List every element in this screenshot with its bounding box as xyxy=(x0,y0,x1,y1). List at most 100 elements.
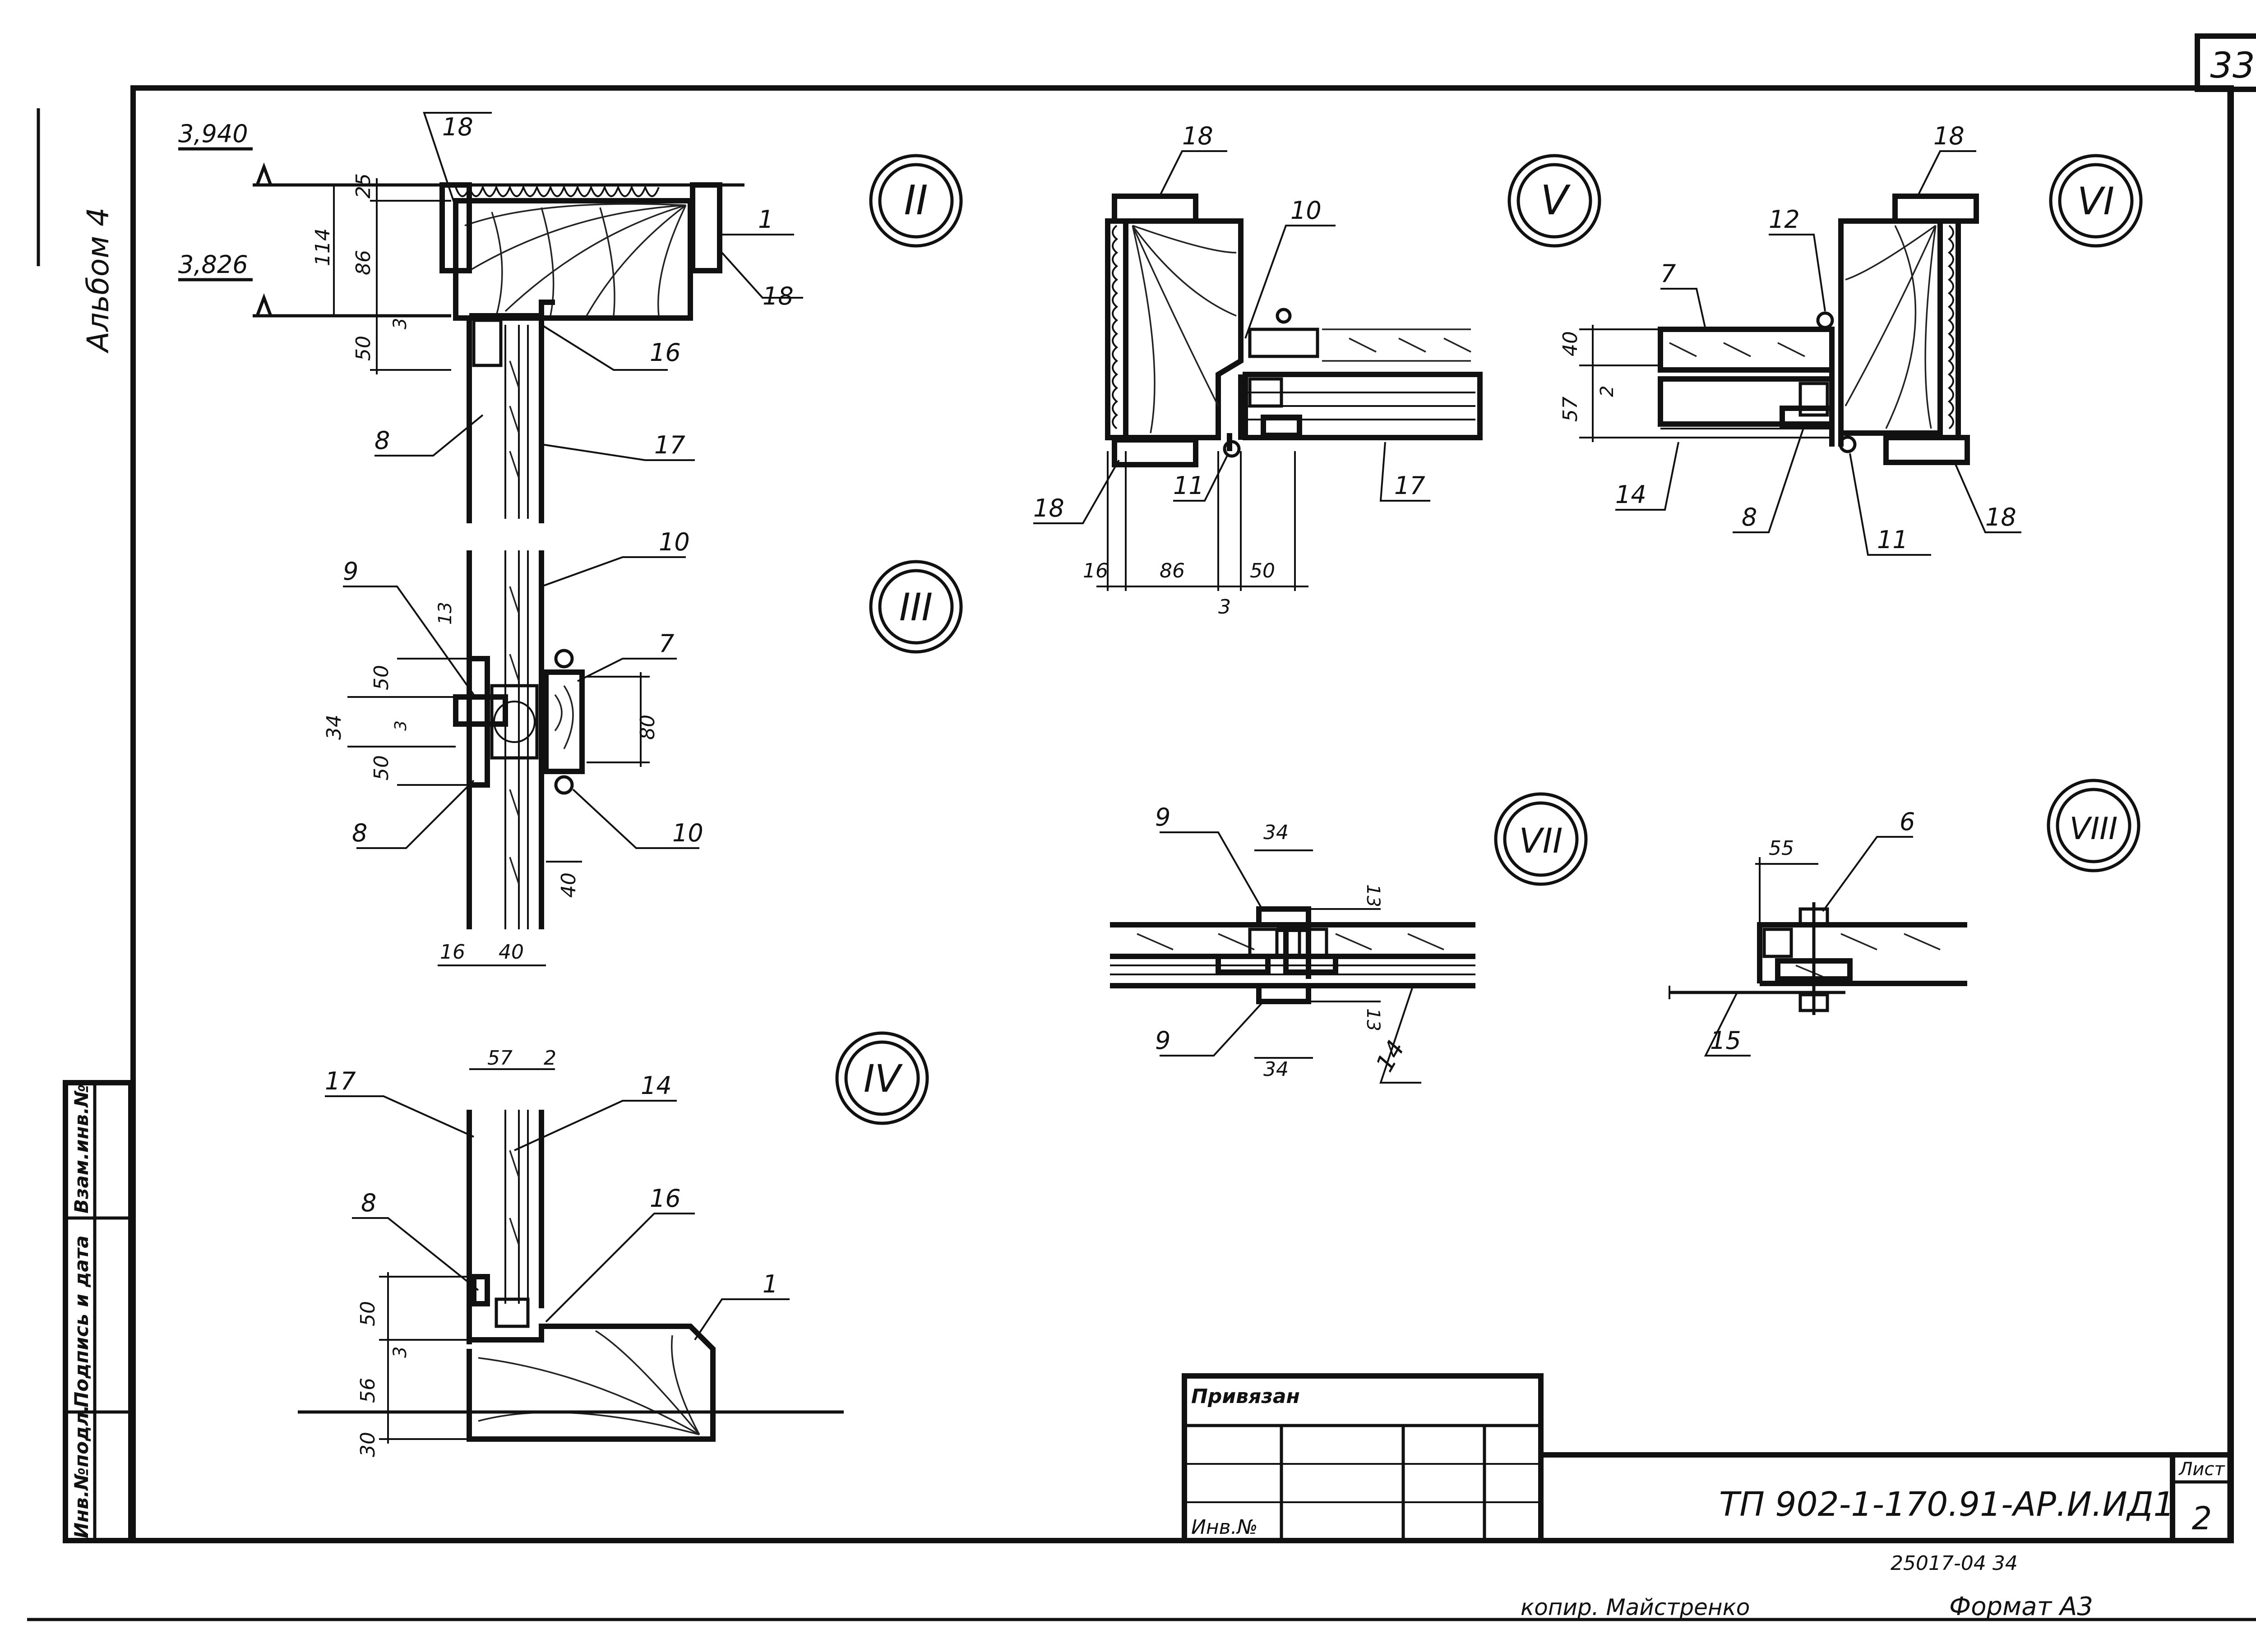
dim-III-3: 3 xyxy=(392,720,410,731)
detail-II xyxy=(178,112,803,523)
copy-label: копир. Майстренко xyxy=(1521,1594,1750,1620)
callout-VII-14: 14 xyxy=(1370,1035,1410,1076)
callout-III-8: 8 xyxy=(352,819,367,847)
album-label: Альбом 4 xyxy=(81,208,116,354)
inv-label: Инв.№ xyxy=(1191,1516,1257,1539)
dim-IV-50: 50 xyxy=(356,1301,379,1326)
elevation-bottom: 3,826 xyxy=(178,250,248,279)
callout-VII-9b: 9 xyxy=(1155,1026,1170,1055)
stamp-replaces-inv: Взам.инв.№ xyxy=(70,1084,92,1214)
callout-VII-9a: 9 xyxy=(1155,803,1170,831)
section-label-VII: VII xyxy=(1519,821,1563,861)
dim-III-80: 80 xyxy=(636,715,659,740)
callout-VI-7: 7 xyxy=(1660,259,1676,288)
bound-label: Привязан xyxy=(1191,1385,1300,1408)
dim-IV-3: 3 xyxy=(390,1347,411,1358)
callout-V-17: 17 xyxy=(1394,471,1425,500)
dim-II-86: 86 xyxy=(352,250,375,275)
detail-III xyxy=(343,550,699,966)
callout-II-8: 8 xyxy=(374,426,390,455)
dim-III-50b: 50 xyxy=(370,755,393,780)
callout-IV-1: 1 xyxy=(763,1270,778,1298)
dim-IV-30: 30 xyxy=(356,1432,379,1457)
callout-VIII-15: 15 xyxy=(1710,1026,1741,1055)
callout-VI-14: 14 xyxy=(1615,480,1646,509)
dim-VI-57: 57 xyxy=(1559,397,1582,422)
callout-III-10a: 10 xyxy=(659,528,690,556)
callout-II-18b: 18 xyxy=(763,282,794,310)
callout-IV-17: 17 xyxy=(325,1067,356,1095)
dim-VI-40: 40 xyxy=(1559,331,1582,356)
sheet-header: Лист xyxy=(2178,1459,2225,1480)
detail-VII xyxy=(1110,831,1475,1084)
dim-III-40: 40 xyxy=(557,872,580,898)
detail-VIII xyxy=(1669,836,1967,1057)
dim-V-16: 16 xyxy=(1083,559,1108,582)
callout-II-17: 17 xyxy=(654,431,685,459)
section-label-VI: VI xyxy=(2077,179,2114,223)
callout-V-18a: 18 xyxy=(1182,122,1213,150)
dim-VII-34a: 34 xyxy=(1263,821,1289,844)
callout-VI-12: 12 xyxy=(1769,205,1800,234)
dim-III-16: 16 xyxy=(440,941,465,964)
dim-VII-34b: 34 xyxy=(1263,1058,1289,1081)
section-markers xyxy=(835,154,2143,1125)
callout-VI-8: 8 xyxy=(1742,503,1757,531)
callout-VI-11: 11 xyxy=(1877,526,1908,554)
dim-VII-13a: 13 xyxy=(1363,884,1383,907)
dim-VIII-55: 55 xyxy=(1769,837,1794,860)
callout-III-9: 9 xyxy=(343,557,358,586)
dim-IV-57: 57 xyxy=(487,1047,513,1070)
dim-II-114: 114 xyxy=(311,228,334,266)
dim-VI-2: 2 xyxy=(1597,386,1618,397)
callout-VIII-6: 6 xyxy=(1900,808,1915,836)
sheet-number: 2 xyxy=(2192,1500,2212,1537)
dim-III-40b: 40 xyxy=(499,941,524,964)
callout-II-1: 1 xyxy=(758,205,773,234)
detail-IV xyxy=(298,1068,844,1444)
dim-V-3: 3 xyxy=(1218,595,1231,618)
dim-II-25: 25 xyxy=(352,173,375,198)
stamp-signature-date: Подпись и дата xyxy=(70,1236,92,1407)
callout-III-7: 7 xyxy=(659,629,674,658)
callout-IV-16: 16 xyxy=(650,1184,681,1213)
section-label-VIII: VIII xyxy=(2070,811,2118,847)
section-marker-VI xyxy=(2049,154,2143,248)
elevation-top: 3,940 xyxy=(178,120,248,148)
section-label-IV: IV xyxy=(864,1057,903,1101)
detail-VI xyxy=(1579,150,2021,556)
doc-code: ТП 902-1-170.91-АР.И.ИД1 xyxy=(1719,1485,2175,1524)
dim-II-50: 50 xyxy=(352,336,375,361)
section-label-II: II xyxy=(904,177,928,224)
side-stamp xyxy=(63,1080,134,1543)
callout-V-10: 10 xyxy=(1290,196,1322,225)
section-marker-VII xyxy=(1494,792,1588,886)
dim-III-34: 34 xyxy=(323,715,346,740)
callout-III-10b: 10 xyxy=(672,819,703,847)
callout-II-18a: 18 xyxy=(442,113,473,141)
section-marker-II xyxy=(869,154,963,248)
dim-V-86: 86 xyxy=(1160,559,1185,582)
dim-III-13: 13 xyxy=(435,602,456,625)
section-marker-V xyxy=(1507,154,1601,248)
dim-IV-56: 56 xyxy=(356,1378,379,1403)
page-number: 33 xyxy=(2210,46,2255,86)
callout-V-11: 11 xyxy=(1173,471,1204,500)
format-label: Формат А3 xyxy=(1949,1592,2093,1621)
section-marker-VIII xyxy=(2047,779,2140,872)
archive-code: 25017-04 34 xyxy=(1891,1552,2018,1575)
stamp-inv-podl: Инв.№подл. xyxy=(70,1405,92,1538)
callout-VI-18b: 18 xyxy=(1985,503,2016,531)
dim-VII-13b: 13 xyxy=(1363,1008,1383,1031)
title-block xyxy=(1182,1373,2234,1543)
callout-II-16: 16 xyxy=(650,338,681,367)
dim-IV-2: 2 xyxy=(544,1047,556,1070)
callout-IV-14: 14 xyxy=(641,1071,672,1100)
callout-IV-8: 8 xyxy=(361,1189,376,1217)
dim-V-50: 50 xyxy=(1250,559,1275,582)
callout-VI-18a: 18 xyxy=(1933,122,1965,150)
callout-V-18b: 18 xyxy=(1033,494,1064,522)
section-label-III: III xyxy=(899,585,933,629)
section-label-V: V xyxy=(1540,177,1571,224)
